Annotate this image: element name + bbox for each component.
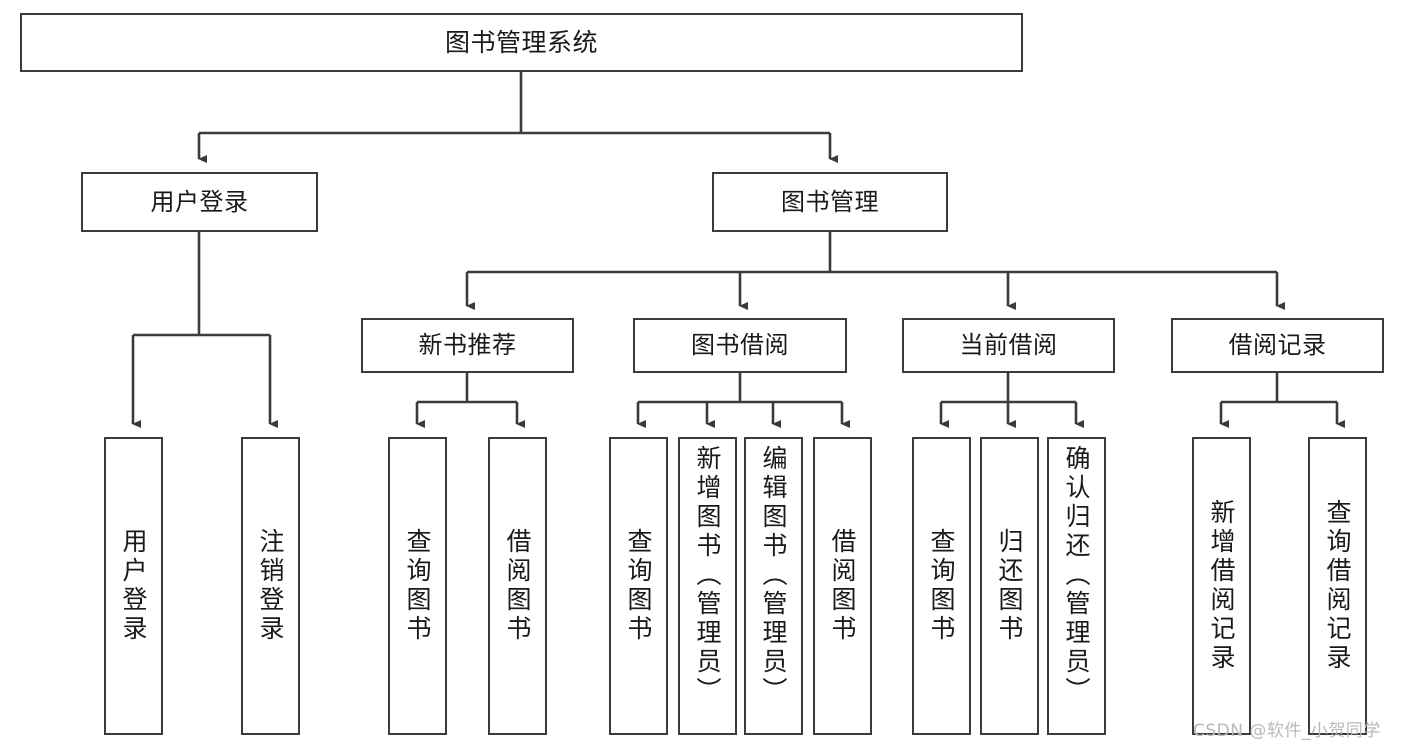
node-label: 查询图书: [624, 528, 653, 644]
node-label: 图书管理系统: [444, 27, 598, 57]
node-label: 新增借阅记录: [1207, 499, 1236, 673]
node-label: 查询图书: [403, 528, 432, 644]
node-label: 归还图书: [995, 528, 1024, 644]
node-label: 注销登录: [256, 528, 285, 644]
node-label: 用户登录: [119, 528, 148, 644]
leaf-confirm-return-admin[interactable]: 确认归还（管理员）: [1047, 437, 1106, 735]
node-root-book-management-system[interactable]: 图书管理系统: [20, 13, 1023, 72]
node-borrow-record[interactable]: 借阅记录: [1171, 318, 1384, 373]
node-label: 新书推荐: [418, 331, 517, 360]
node-label: 编辑图书（管理员）: [759, 445, 788, 706]
leaf-edit-book-admin[interactable]: 编辑图书（管理员）: [744, 437, 803, 735]
csdn-watermark: CSDN @软件_小贺同学: [1193, 721, 1381, 741]
node-user-login[interactable]: 用户登录: [81, 172, 318, 232]
leaf-user-login[interactable]: 用户登录: [104, 437, 163, 735]
node-current-borrow[interactable]: 当前借阅: [902, 318, 1115, 373]
leaf-logout[interactable]: 注销登录: [241, 437, 300, 735]
leaf-borrow-book[interactable]: 借阅图书: [813, 437, 872, 735]
node-label: 确认归还（管理员）: [1062, 445, 1091, 706]
leaf-add-borrow-record[interactable]: 新增借阅记录: [1192, 437, 1251, 735]
node-label: 用户登录: [150, 187, 249, 216]
node-book-borrow[interactable]: 图书借阅: [633, 318, 847, 373]
leaf-query-book-recommend[interactable]: 查询图书: [388, 437, 447, 735]
node-label: 借阅图书: [503, 528, 532, 644]
leaf-query-borrow-record[interactable]: 查询借阅记录: [1308, 437, 1367, 735]
leaf-query-book-borrow[interactable]: 查询图书: [609, 437, 668, 735]
node-label: 图书借阅: [691, 331, 789, 360]
node-label: 查询借阅记录: [1323, 499, 1352, 673]
node-book-management[interactable]: 图书管理: [712, 172, 948, 232]
node-label: 当前借阅: [959, 331, 1058, 360]
node-label: 借阅图书: [828, 528, 857, 644]
node-new-book-recommend[interactable]: 新书推荐: [361, 318, 574, 373]
node-label: 新增图书（管理员）: [693, 445, 722, 706]
leaf-add-book-admin[interactable]: 新增图书（管理员）: [678, 437, 737, 735]
node-label: 查询图书: [927, 528, 956, 644]
leaf-query-book-current[interactable]: 查询图书: [912, 437, 971, 735]
node-label: 图书管理: [781, 187, 879, 216]
node-label: 借阅记录: [1228, 331, 1327, 360]
leaf-borrow-book-recommend[interactable]: 借阅图书: [488, 437, 547, 735]
leaf-return-book[interactable]: 归还图书: [980, 437, 1039, 735]
